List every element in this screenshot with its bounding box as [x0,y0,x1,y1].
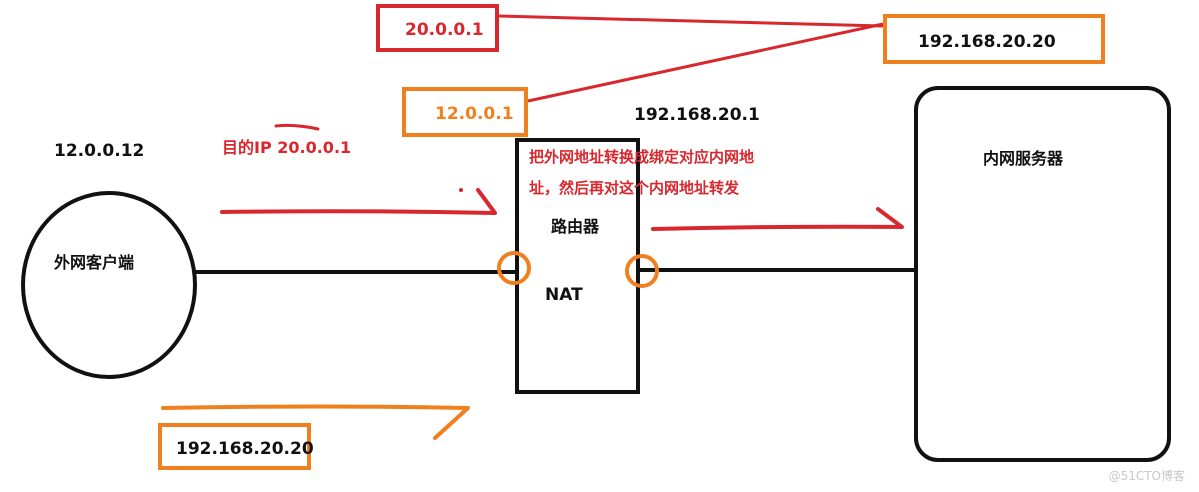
router-inner-ip-label: 192.168.20.1 [634,105,760,125]
arrow-client-to-router [220,188,497,215]
server-private-ip-box: 192.168.20.20 [883,14,1105,64]
arrow-return [161,404,470,440]
return-ip-box: 192.168.20.20 [158,423,314,470]
watermark: @51CTO博客 [1108,469,1185,483]
router-box [515,138,640,394]
router-nat-label: NAT [545,285,583,305]
translate-note-line2: 址，然后再对这个内网地址转发 [529,179,740,197]
public-ip-box: 20.0.0.1 [376,4,499,52]
client-public-ip-value: 12.0.0.1 [435,104,514,124]
map-line-public [498,14,884,28]
return-ip-value: 192.168.20.20 [176,439,314,459]
red-dot-mark [459,188,463,192]
server-private-ip-value: 192.168.20.20 [918,32,1056,52]
translate-note-line1: 把外网地址转换成绑定对应内网地 [529,148,755,166]
client-circle [21,191,197,379]
client-public-ip-box: 12.0.0.1 [402,87,528,137]
client-ip-label: 12.0.0.12 [54,141,145,161]
router-outer-interface [497,251,531,285]
client-name-label: 外网客户端 [54,253,135,272]
router-name-label: 路由器 [551,217,600,236]
arrow-router-to-server [651,207,904,231]
red-underline-mark [274,123,320,131]
dest-ip-note: 目的IP 20.0.0.1 [222,138,352,157]
public-ip-value: 20.0.0.1 [405,20,484,40]
server-box [914,86,1171,462]
router-inner-interface [625,254,659,288]
map-line-client [527,22,884,103]
server-name-label: 内网服务器 [983,149,1064,168]
